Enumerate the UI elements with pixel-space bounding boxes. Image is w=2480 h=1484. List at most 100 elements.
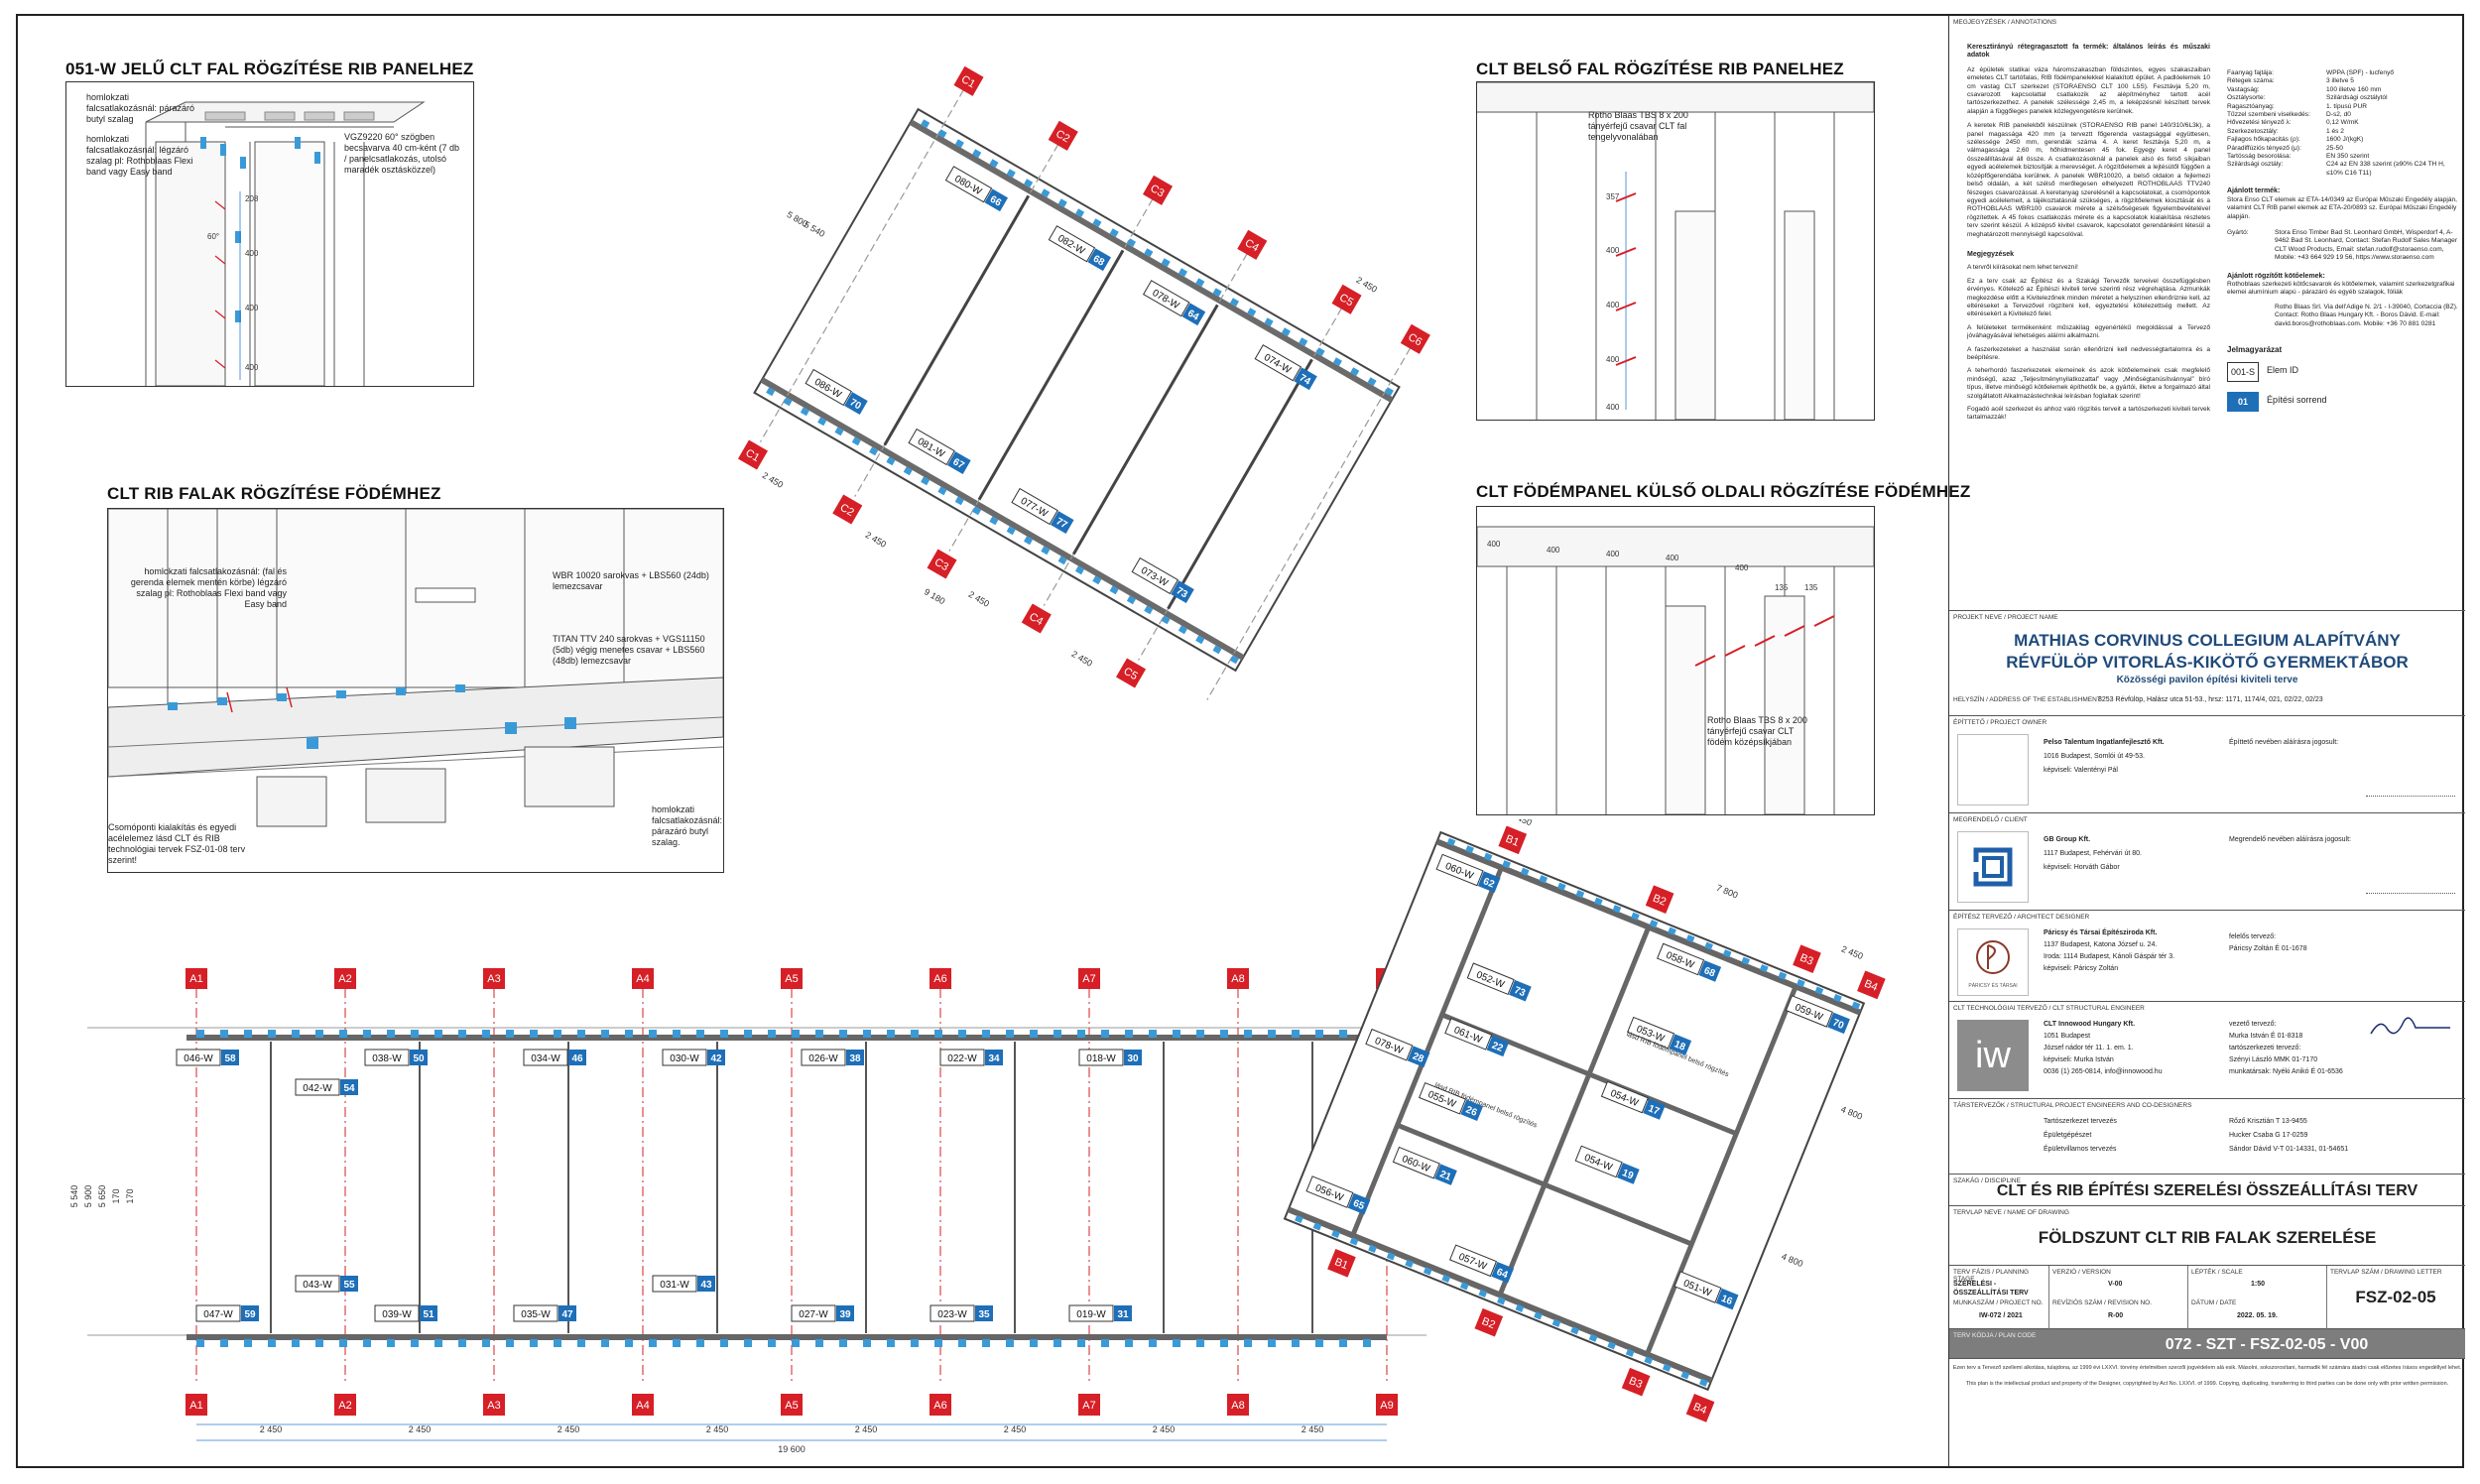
bay-dimension: 2 450 [1153, 1424, 1176, 1434]
element-id-box [523, 1049, 568, 1066]
bracket [792, 1030, 800, 1038]
build-order-box [1124, 1050, 1142, 1065]
contributor-role: Épületgépészet [2044, 1132, 2092, 1139]
architect-section: ÉPÍTÉSZ TERVEZŐ / ARCHITECT DESIGNER PÁR… [1949, 911, 2465, 1002]
bracket [1292, 1030, 1300, 1038]
bracket [530, 1030, 538, 1038]
element-id-box [1078, 1049, 1124, 1066]
axis-marker [483, 1394, 505, 1416]
axis-label: A8 [1231, 1400, 1244, 1412]
drawing-name-section: TERVLAP NEVE / NAME OF DRAWING FÖLDSZUNT… [1949, 1206, 2465, 1266]
annotation-paragraph: A teherhordó faszerkezetek elemeinek és … [1967, 367, 2210, 400]
detail-3-note-1: Rotho Blaas TBS 8 x 200 tányérfejű csava… [1588, 110, 1688, 142]
axis-B2: B2 [1645, 885, 1674, 915]
axis-marker [186, 1394, 207, 1416]
bracket [1699, 1378, 1708, 1387]
element-id-box [1305, 1175, 1354, 1208]
meta-col: TERV FÁZIS / PLANNING STAGE SZERELÉSI - … [1949, 1266, 2049, 1329]
build-order-box [1509, 979, 1532, 1002]
element-id-box [930, 1304, 975, 1322]
element-id-box [1011, 487, 1058, 526]
spec-row: Tartósság besorolása:EN 350 szerint [2227, 153, 2461, 161]
section-label: SZAKÁG / DISCIPLINE [1953, 1177, 2021, 1184]
bracket [1446, 837, 1456, 846]
bracket [1006, 1030, 1014, 1038]
detail-1-note-1: homlokzati falcsatlakozásnál: párazáró b… [86, 92, 195, 124]
element-id-box [1448, 1244, 1498, 1278]
detail-4-dim: 400 [1666, 554, 1679, 562]
bracket [1631, 912, 1640, 921]
element-id: 035-W [521, 1309, 551, 1320]
axis-label: B3 [1627, 1375, 1644, 1391]
build-order: 54 [343, 1083, 355, 1094]
axis-marker [1327, 1248, 1356, 1278]
element-id: 026-W [808, 1053, 838, 1064]
bracket [434, 1339, 442, 1347]
build-order: 46 [571, 1053, 583, 1064]
axis-C5: C5 [1116, 658, 1147, 688]
axis-label: B2 [1480, 1315, 1497, 1331]
axis-label: A4 [636, 973, 649, 985]
bracket [315, 1030, 323, 1038]
grid-line [759, 89, 965, 442]
project-name-1: MATHIAS CORVINUS COLLEGIUM ALAPÍTVÁNY [2014, 631, 2401, 650]
bracket [1030, 1339, 1038, 1347]
bracket [1268, 1030, 1276, 1038]
bracket [1212, 288, 1222, 298]
section-label: TERV KÓDJA / PLAN CODE [1953, 1332, 2037, 1339]
build-order-box [1181, 303, 1206, 326]
bracket [720, 1030, 728, 1038]
build-order-box [1434, 1164, 1457, 1185]
build-order: 68 [1091, 254, 1107, 269]
axis-label: A8 [1231, 973, 1244, 985]
bay-dimension: 2 450 [260, 1424, 283, 1434]
contributor-name: Sándor Dávid V-T 01-14331, 01-54651 [2229, 1146, 2349, 1153]
bracket [268, 1030, 276, 1038]
build-order: 31 [1117, 1309, 1129, 1320]
bracket [1178, 625, 1187, 635]
scale-value: 1:50 [2251, 1281, 2266, 1288]
axis-marker [1237, 229, 1268, 260]
approval-heading: Ajánlott termék: [2227, 187, 2281, 195]
bracket [954, 496, 964, 506]
build-order-box [1616, 1163, 1640, 1184]
bracket [1299, 337, 1308, 347]
bracket [1244, 1339, 1252, 1347]
rib-line [1071, 304, 1219, 556]
element-id-box [1392, 1146, 1440, 1179]
wall-tag: 082-W68 [1048, 225, 1111, 272]
detail-4-dim: 135 [1804, 583, 1818, 592]
build-order-box [947, 451, 971, 474]
wall-tag: 078-W28 [1365, 1028, 1430, 1067]
build-order: 65 [1351, 1198, 1366, 1213]
bracket [1759, 964, 1769, 973]
build-order-box [241, 1305, 259, 1321]
bracket [577, 1339, 585, 1347]
detail-2-view: homlokzati falcsatlakozásnál: (fal és ge… [107, 508, 724, 873]
element-id-box [652, 1275, 697, 1293]
bracket [817, 417, 827, 427]
detail-3-dim: 357 [1606, 192, 1620, 201]
spec-value: C24 az EN 338 szerint (≥90% C24 TH H, ≤1… [2326, 161, 2445, 177]
axis-B3: B3 [1793, 944, 1821, 973]
bracket [554, 1339, 561, 1347]
architect-logo: PÁRICSY ÉS TÁRSAI [1957, 928, 2029, 996]
side-dimension: 5 900 [83, 1185, 93, 1208]
spec-key: Faanyag fajtája: [2227, 69, 2274, 76]
bracket [1363, 1339, 1371, 1347]
bracket [1315, 1030, 1323, 1038]
build-order: 18 [1673, 1039, 1687, 1053]
bracket [1054, 1030, 1061, 1038]
bracket [800, 407, 809, 417]
detail-2-title: CLT RIB FALAK RÖGZÍTÉSE FÖDÉMHEZ [107, 484, 441, 503]
rib-line [1167, 358, 1313, 610]
bracket [863, 1339, 871, 1347]
element-id-box [295, 1275, 340, 1293]
annotation-heading: Keresztirányú rétegragasztott fa termék:… [1967, 44, 2210, 60]
axis-C6: C6 [1400, 323, 1430, 354]
legend-order-box: 01 [2227, 392, 2259, 413]
bracket [911, 1030, 919, 1038]
